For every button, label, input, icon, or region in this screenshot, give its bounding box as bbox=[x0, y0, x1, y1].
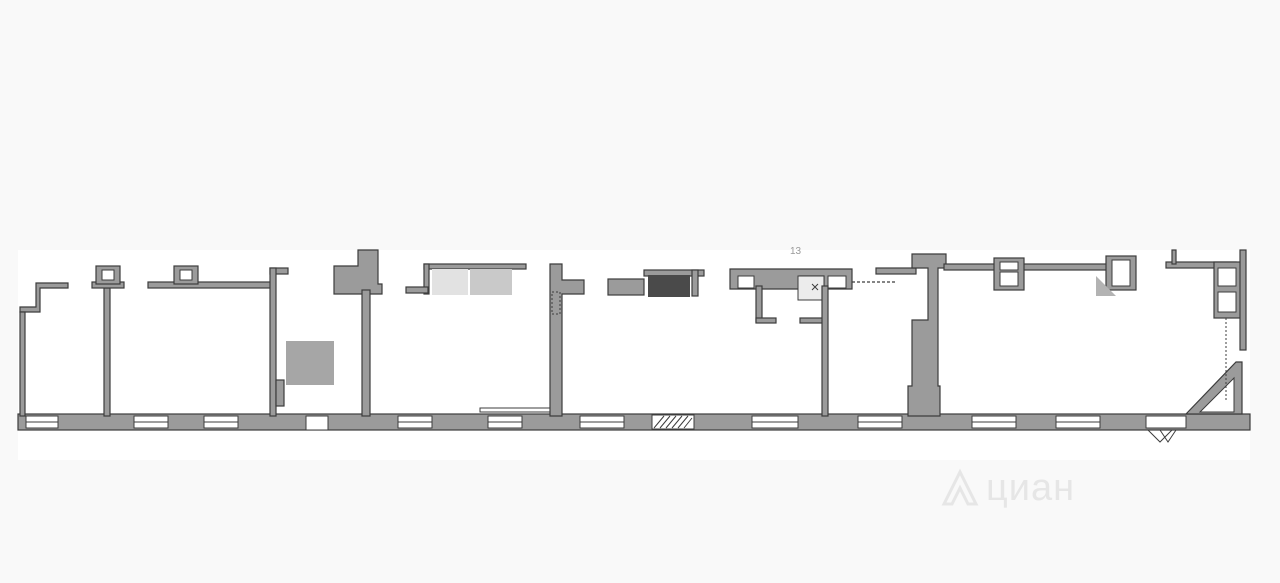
window bbox=[25, 415, 59, 429]
room-2-walls bbox=[147, 265, 289, 417]
room-4-walls bbox=[607, 268, 896, 417]
window bbox=[579, 415, 625, 429]
window bbox=[1055, 415, 1101, 429]
window bbox=[751, 415, 799, 429]
window bbox=[203, 415, 239, 429]
window bbox=[133, 415, 169, 429]
corridor-walls bbox=[286, 249, 383, 417]
room-5-walls bbox=[875, 253, 947, 417]
window bbox=[487, 415, 523, 429]
cian-house-icon bbox=[941, 468, 979, 506]
room-6-walls bbox=[943, 249, 1247, 415]
window bbox=[857, 415, 903, 429]
window bbox=[397, 415, 433, 429]
cian-watermark: циан bbox=[940, 466, 1075, 510]
watermark-brand: циан bbox=[986, 466, 1076, 509]
room-1-walls bbox=[19, 265, 125, 417]
entrance-gap bbox=[305, 415, 329, 431]
window bbox=[971, 415, 1017, 429]
window-row bbox=[25, 414, 1187, 443]
hatched-panel bbox=[651, 414, 695, 430]
stray-label: 13 bbox=[790, 246, 802, 257]
room-3-walls bbox=[405, 263, 585, 417]
entrance-door bbox=[1145, 415, 1187, 443]
